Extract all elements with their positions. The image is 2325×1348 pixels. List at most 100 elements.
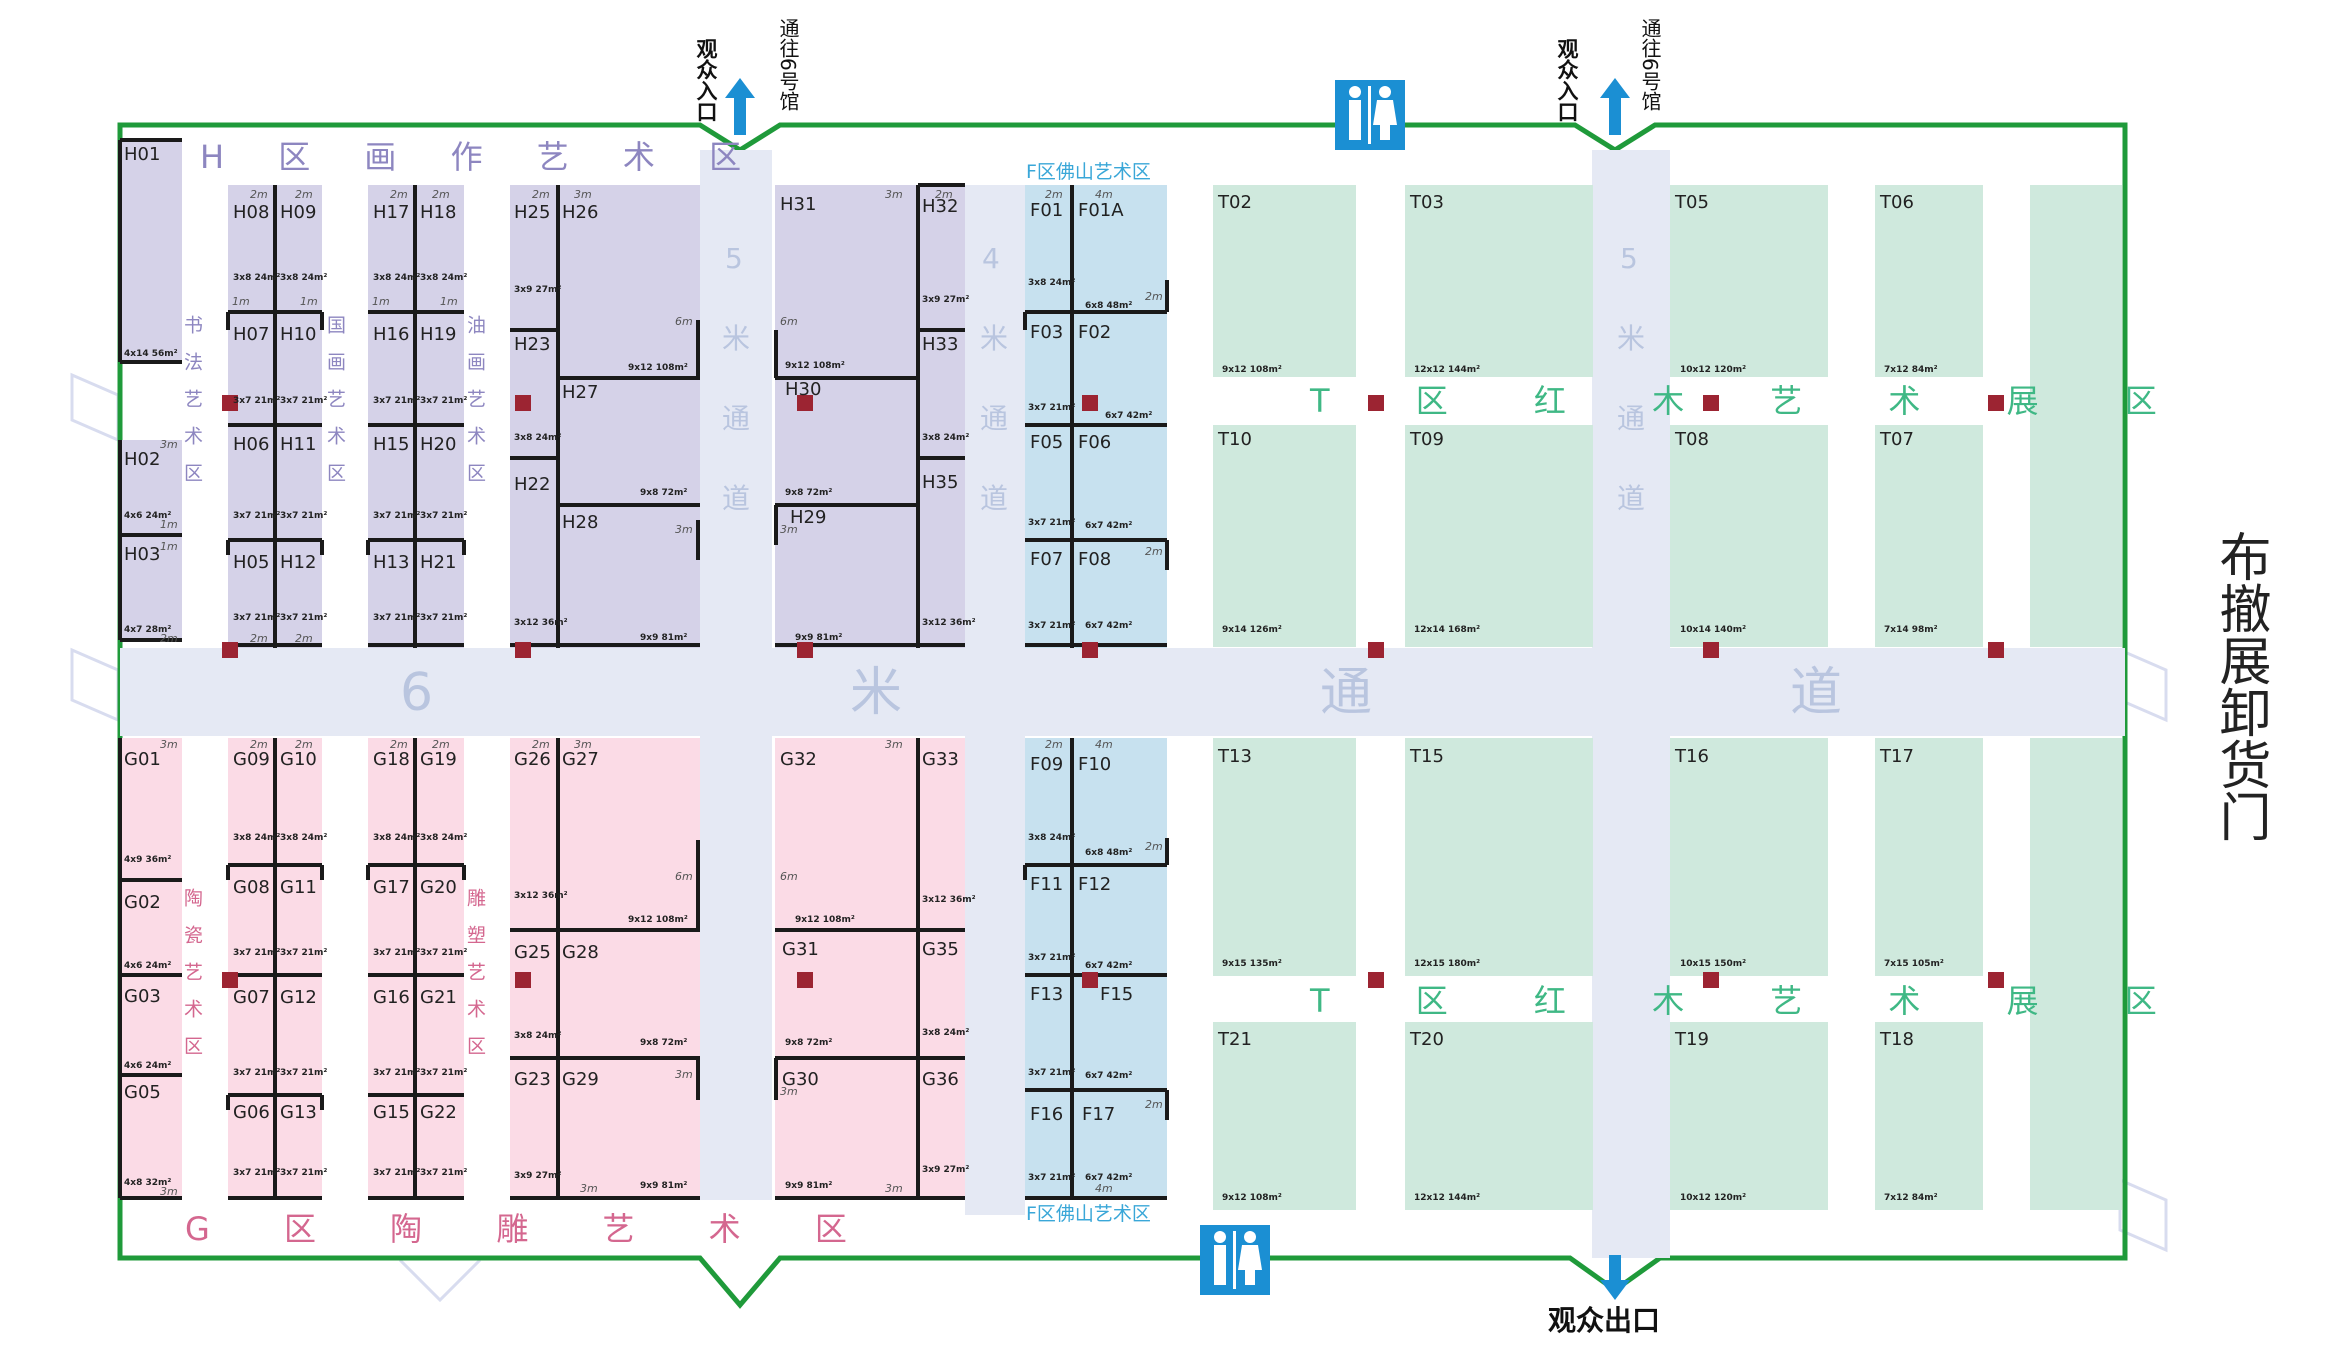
booth-F01: F01	[1030, 200, 1063, 221]
booth-G28: G28	[562, 942, 599, 963]
booth-H15: H15	[373, 434, 409, 455]
booth-G02: G02	[124, 892, 161, 913]
svg-text:3x8 24m²: 3x8 24m²	[420, 833, 467, 843]
entrance-left-labels: 观众入口 通往6号馆	[694, 18, 800, 123]
svg-text:2m: 2m	[295, 738, 313, 751]
booth-H03: H03	[124, 544, 160, 565]
svg-text:6x7 42m²: 6x7 42m²	[1085, 1173, 1132, 1183]
svg-text:9x9 81m²: 9x9 81m²	[795, 633, 842, 643]
entry-label: 观众入口	[694, 38, 718, 122]
booth-F13: F13	[1030, 984, 1063, 1005]
svg-text:1m: 1m	[372, 295, 390, 308]
svg-text:2m: 2m	[160, 632, 178, 645]
arrow-up-icon	[725, 78, 1630, 135]
svg-text:3x12 36m²: 3x12 36m²	[922, 895, 976, 905]
main-aisle	[120, 648, 2125, 736]
booth-T18: T18	[1879, 1029, 1914, 1050]
svg-text:3x7 21m²: 3x7 21m²	[233, 511, 280, 521]
to-hall-label: 通往6号馆	[776, 18, 800, 111]
svg-text:10x14 140m²: 10x14 140m²	[1680, 625, 1746, 635]
svg-text:3x7 21m²: 3x7 21m²	[373, 1068, 420, 1078]
svg-text:6x7 42m²: 6x7 42m²	[1085, 521, 1132, 531]
booth-F11: F11	[1030, 874, 1063, 895]
svg-text:3x7 21m²: 3x7 21m²	[373, 613, 420, 623]
svg-text:3m: 3m	[574, 738, 592, 751]
svg-text:3x7 21m²: 3x7 21m²	[233, 613, 280, 623]
svg-text:4x7 28m²: 4x7 28m²	[124, 625, 171, 635]
booth-G06: G06	[233, 1102, 270, 1123]
svg-text:4x6 24m²: 4x6 24m²	[124, 511, 171, 521]
svg-text:5: 5	[1620, 242, 1638, 275]
svg-text:10x12 120m²: 10x12 120m²	[1680, 365, 1746, 375]
booth-F05: F05	[1030, 432, 1063, 453]
svg-text:3x7 21m²: 3x7 21m²	[1028, 621, 1075, 631]
svg-text:3m: 3m	[574, 188, 592, 201]
booth-H13: H13	[373, 552, 409, 573]
svg-text:2m: 2m	[1045, 738, 1063, 751]
booth-T09: T09	[1409, 429, 1444, 450]
svg-text:3x7 21m²: 3x7 21m²	[233, 948, 280, 958]
to-hall-label: 通往6号馆	[1638, 18, 1662, 111]
svg-text:4m: 4m	[1095, 738, 1113, 751]
svg-text:6m: 6m	[675, 315, 693, 328]
svg-text:3x7 21m²: 3x7 21m²	[420, 1068, 467, 1078]
svg-text:3x7 21m²: 3x7 21m²	[420, 948, 467, 958]
svg-text:3x7 21m²: 3x7 21m²	[280, 613, 327, 623]
svg-text:2m: 2m	[250, 632, 268, 645]
svg-text:4x6 24m²: 4x6 24m²	[124, 961, 171, 971]
booth-H30: H30	[785, 379, 821, 400]
svg-text:6x8 48m²: 6x8 48m²	[1085, 301, 1132, 311]
booth-G16: G16	[373, 987, 410, 1008]
svg-text:10x12 120m²: 10x12 120m²	[1680, 1193, 1746, 1203]
svg-text:2m: 2m	[390, 188, 408, 201]
booth-H06: H06	[233, 434, 269, 455]
booth-F06: F06	[1078, 432, 1111, 453]
svg-text:7x15 105m²: 7x15 105m²	[1884, 959, 1944, 969]
booth-H10: H10	[280, 324, 316, 345]
svg-text:3x7 21m²: 3x7 21m²	[373, 396, 420, 406]
booth-T15: T15	[1409, 746, 1444, 767]
svg-text:米: 米	[980, 322, 1008, 355]
booth-T02: T02	[1217, 192, 1252, 213]
g-zone	[120, 738, 965, 1198]
entrance-right-labels: 观众入口 通往6号馆	[1555, 18, 1662, 123]
svg-text:12x12 144m²: 12x12 144m²	[1414, 365, 1480, 375]
svg-text:6x8 48m²: 6x8 48m²	[1085, 848, 1132, 858]
f-booth-labels-top: F01 3x8 24m² F01A 6x8 48m² F03 3x7 21m² …	[1028, 200, 1152, 631]
svg-text:9x8 72m²: 9x8 72m²	[640, 1038, 687, 1048]
svg-text:2m: 2m	[432, 738, 450, 751]
booth-F12: F12	[1078, 874, 1111, 895]
booth-T07: T07	[1879, 429, 1914, 450]
arrow-down-icon	[1600, 1255, 1630, 1300]
booth-F02: F02	[1078, 322, 1111, 343]
svg-text:3x8 24m²: 3x8 24m²	[514, 433, 561, 443]
booth-G18: G18	[373, 749, 410, 770]
svg-text:3x8 24m²: 3x8 24m²	[280, 833, 327, 843]
booth-G07: G07	[233, 987, 270, 1008]
svg-text:2m: 2m	[295, 632, 313, 645]
booth-H17: H17	[373, 202, 409, 223]
svg-text:通: 通	[980, 402, 1008, 435]
main-aisle-label-2: 米	[850, 663, 902, 723]
booth-walls	[118, 138, 1169, 1200]
t-booth-labels-bottom: T13 9x15 135m² T15 12x15 180m² T16 10x15…	[1217, 746, 1944, 1203]
booth-T05: T05	[1674, 192, 1709, 213]
svg-text:7x12 84m²: 7x12 84m²	[1884, 365, 1938, 375]
svg-text:3x9 27m²: 3x9 27m²	[922, 295, 969, 305]
svg-text:3x8 24m²: 3x8 24m²	[1028, 833, 1075, 843]
h-booth-labels: H01 4x14 56m² H02 4x6 24m² H03 4x7 28m² …	[124, 144, 976, 643]
svg-text:2m: 2m	[1145, 840, 1163, 853]
booth-G11: G11	[280, 877, 317, 898]
svg-text:3x7 21m²: 3x7 21m²	[280, 511, 327, 521]
side-gate-label: 布撤展卸货门	[2210, 530, 2270, 842]
svg-text:通: 通	[1617, 402, 1645, 435]
svg-text:3m: 3m	[160, 438, 178, 451]
sub-zone-youhua: 油画艺术区	[464, 315, 486, 500]
sub-zone-guohua: 国画艺术区	[324, 315, 346, 500]
svg-text:9x12 108m²: 9x12 108m²	[628, 915, 688, 925]
booth-G36: G36	[922, 1069, 959, 1090]
svg-text:9x8 72m²: 9x8 72m²	[785, 1038, 832, 1048]
svg-text:3x7 21m²: 3x7 21m²	[233, 1168, 280, 1178]
sub-zone-shufa: 书法艺术区	[181, 315, 203, 500]
svg-text:1m: 1m	[232, 295, 250, 308]
